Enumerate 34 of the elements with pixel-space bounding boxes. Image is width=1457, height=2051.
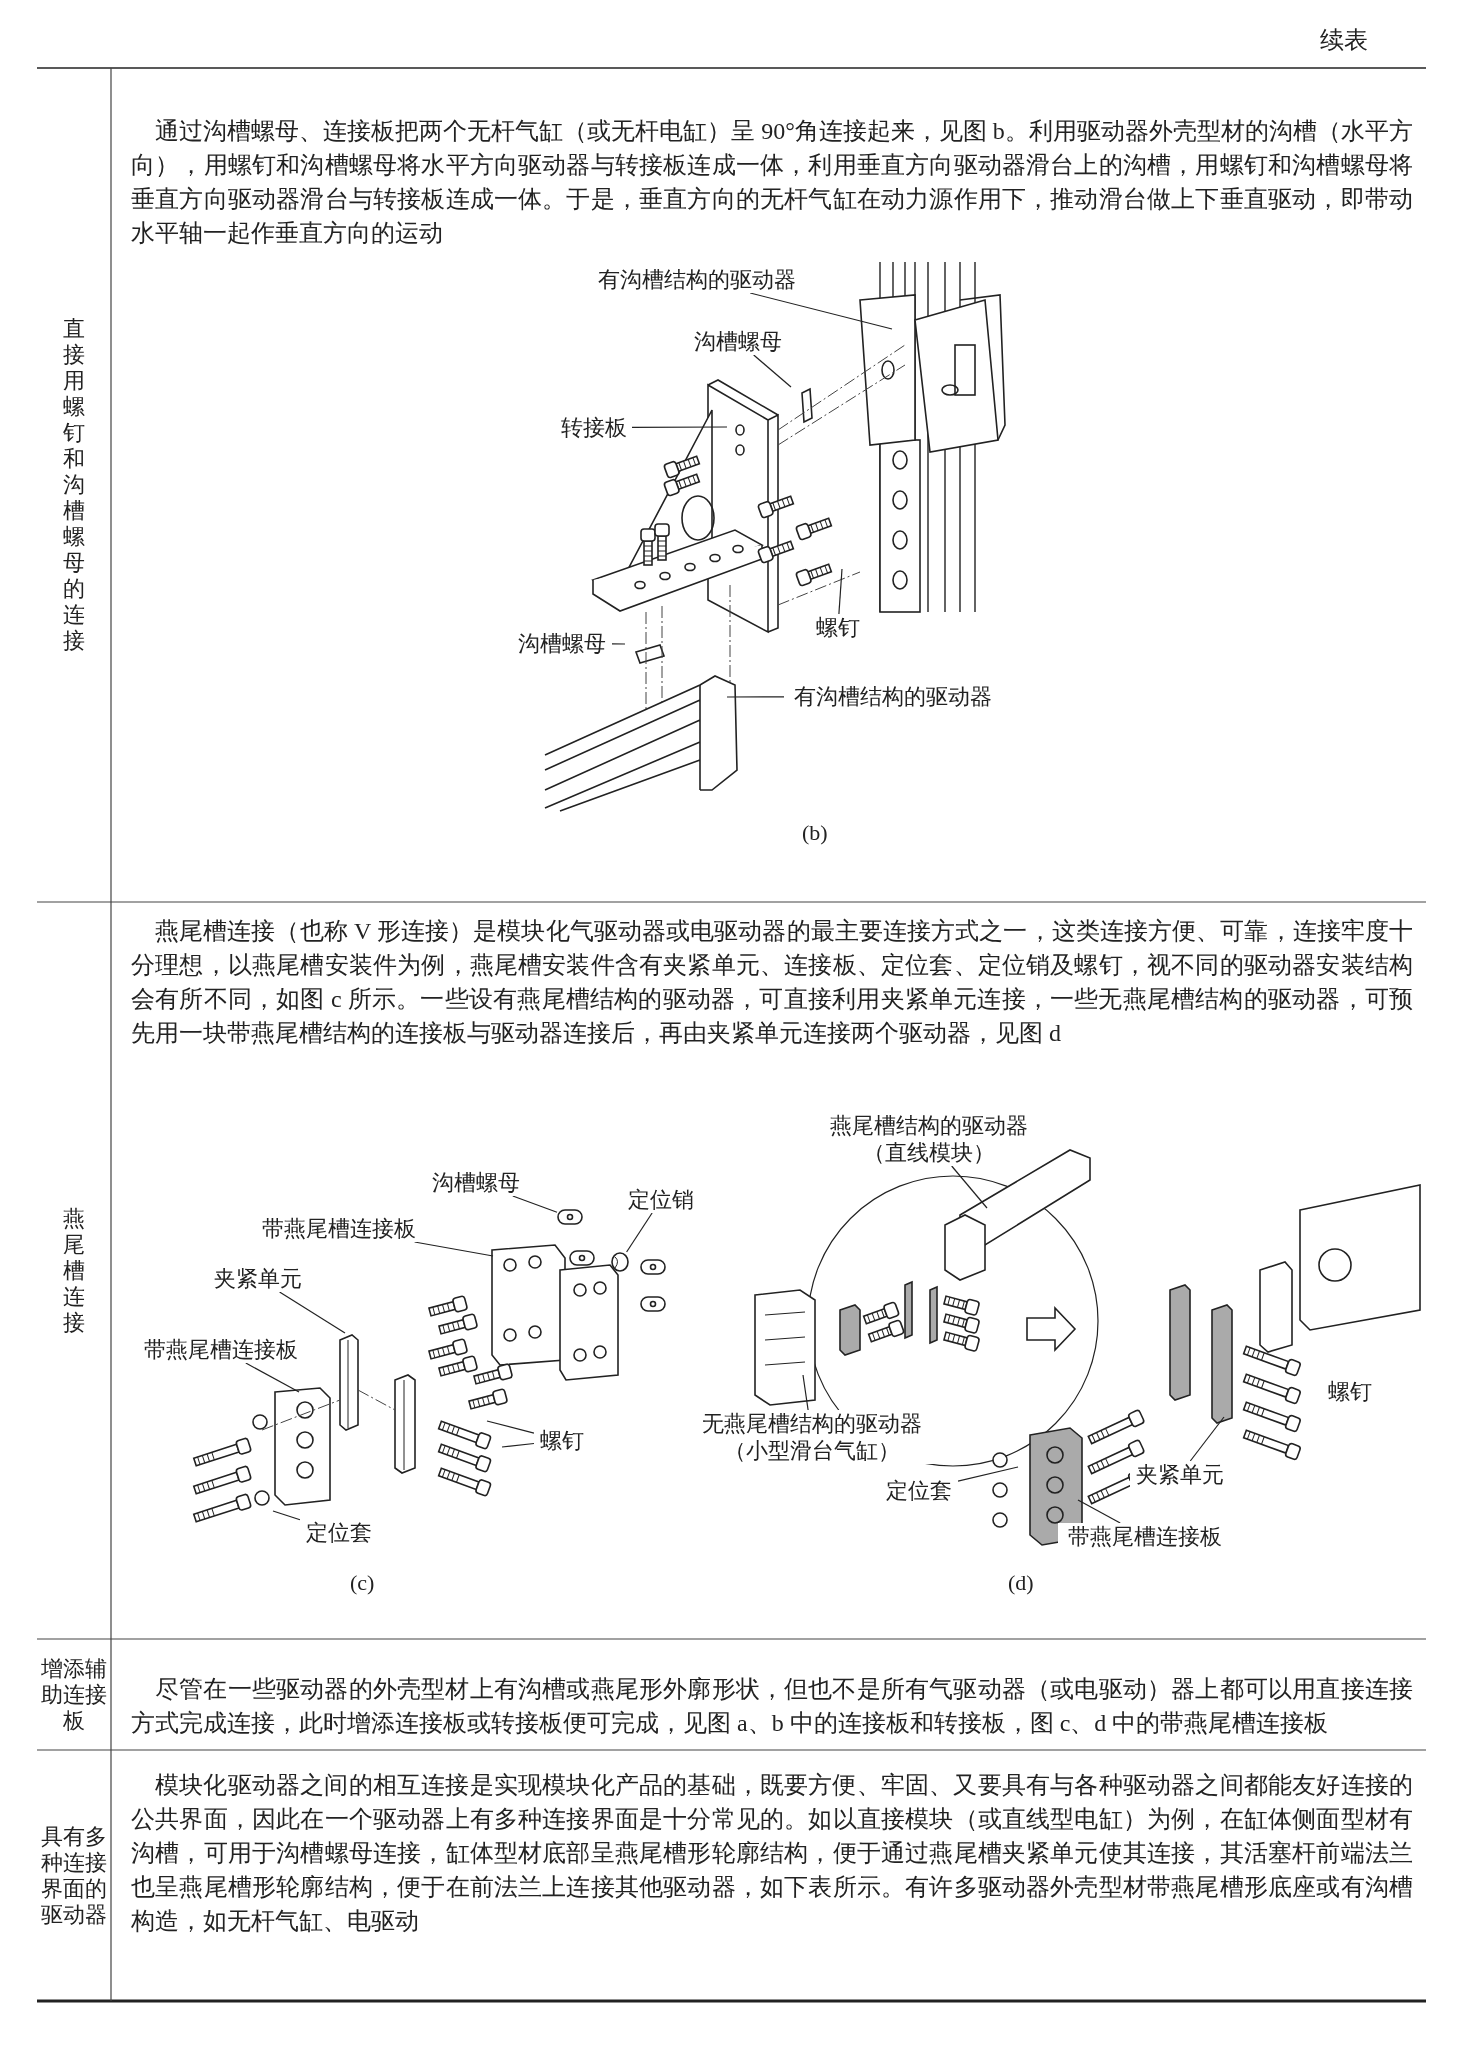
leader-line bbox=[1077, 1499, 1121, 1524]
leader-line bbox=[726, 696, 785, 698]
leader-line bbox=[512, 1195, 558, 1213]
leader-line bbox=[272, 1510, 301, 1521]
leader-line bbox=[414, 1241, 494, 1257]
leader-line bbox=[802, 1374, 809, 1411]
leader-line bbox=[245, 1362, 300, 1393]
leader-line bbox=[749, 292, 893, 330]
description-text: 模块化驱动器之间的相互连接是实现模块化产品的基础，既要方便、牢固、又要具有与各种驱动器之间都能友好连接的公共界面，因此在一个驱动器上有多种连接界面是十分常见的。如以直接模块（或直线型电缸）为例，在缸体侧面型材有沟槽，可用于沟槽螺母连接，缸体型材底部呈燕尾槽形轮廓结构，便于通过燕尾槽夹紧单元使其连接，其活塞杆前端法兰也呈燕尾槽形轮廓结构，便于在前法兰上连接其他驱动器，如下表所示。有许多驱动器外壳型材带燕尾槽形底座或有沟槽构造，如无杆气缸、电驱动 bbox=[131, 1771, 1413, 1936]
row-heading: 具有多种连接界面的驱动器 bbox=[40, 1823, 108, 1928]
figure-caption: (b) bbox=[802, 820, 828, 846]
row-heading: 燕尾槽连接 bbox=[62, 1205, 86, 1336]
leader-line bbox=[631, 426, 728, 428]
leader-line bbox=[626, 1212, 653, 1253]
figure-caption: 螺钉 bbox=[1328, 1378, 1372, 1406]
row-heading: 直接用螺钉和沟槽螺母的连接 bbox=[62, 316, 86, 654]
leader-line bbox=[501, 1442, 535, 1448]
leader-line bbox=[611, 643, 626, 645]
leader-line bbox=[838, 568, 843, 615]
leader-line bbox=[957, 1466, 1019, 1482]
leader-line bbox=[951, 1165, 988, 1209]
description-text: 尽管在一些驱动器的外壳型材上有沟槽或燕尾形外廓形状，但也不是所有气驱动器（或电驱动）器上都可以用直接连接方式完成连接，此时增添连接板或转接板便可完成，见图 a、b 中的连接板和转接板，图 c、d 中的带燕尾槽连接板 bbox=[131, 1675, 1413, 1738]
row-heading: 增添辅助连接板 bbox=[40, 1655, 108, 1734]
figure-caption: (d) bbox=[1008, 1570, 1034, 1596]
leader-line bbox=[753, 354, 792, 388]
table-heading: 续表 bbox=[1320, 26, 1368, 55]
leader-line bbox=[279, 1291, 346, 1334]
description-text: 燕尾槽连接（也称 V 形连接）是模块化气驱动器或电驱动器的最主要连接方式之一，这类连接方便、可靠，连接牢度十分理想，以燕尾槽安装件为例，燕尾槽安装件含有夹紧单元、连接板、定位套、定位销及螺钉，视不同的驱动器安装结构会有所不同，如图 c 所示。一些设有燕尾槽结构的驱动器，可直接利用夹紧单元连接，一些无燕尾槽结构的驱动器，可预先用一块带燕尾槽结构的连接板与驱动器连接后，再由夹紧单元连接两个驱动器，见图 d bbox=[131, 917, 1413, 1048]
groove-nut-icon bbox=[557, 1209, 583, 1225]
figure-caption: (c) bbox=[350, 1570, 375, 1596]
description-text: 通过沟槽螺母、连接板把两个无杆气缸（或无杆电缸）呈 90°角连接起来，见图 b。利用驱动器外壳型材的沟槽（水平方向），用螺钉和沟槽螺母将水平方向驱动器与转接板连成一体，利用垂直方向驱动器滑台上的沟槽，用螺钉和沟槽螺母将垂直方向驱动器滑台与转接板连成一体。于是，垂直方向的无杆气缸在动力源作用下，推动滑台做上下垂直驱动，即带动水平轴一起作垂直方向的运动 bbox=[131, 117, 1413, 248]
leader-line bbox=[1189, 1416, 1225, 1462]
locating-pin-icon bbox=[611, 1252, 629, 1272]
leader-line bbox=[486, 1420, 535, 1434]
